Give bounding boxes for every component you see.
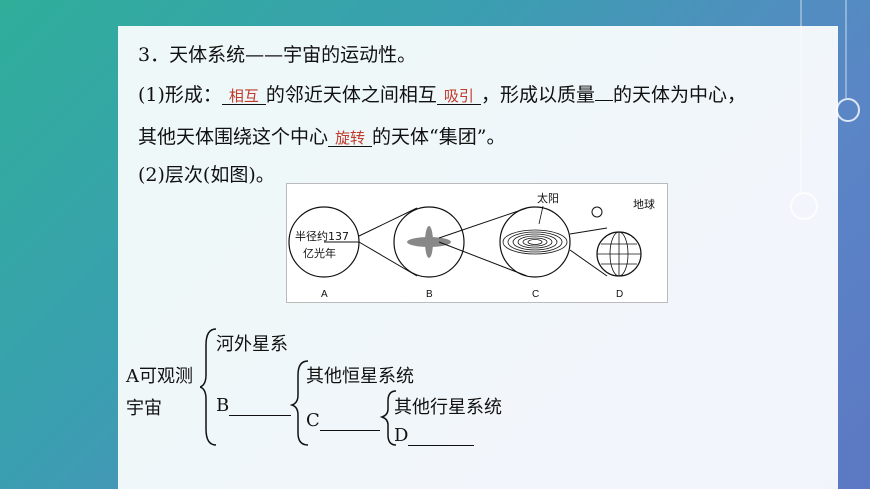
sun-pointer bbox=[538, 205, 544, 225]
formation-prefix: (1)形成： bbox=[138, 84, 222, 106]
label-c: C bbox=[532, 289, 539, 300]
radius-text-1: 半径约137 bbox=[295, 229, 349, 243]
tree-root-line2: 宇宙 bbox=[126, 398, 162, 419]
tree-braces bbox=[200, 328, 397, 446]
connector bbox=[569, 227, 608, 235]
fill-blank-c[interactable] bbox=[319, 412, 380, 431]
formation-line2-suffix: 的天体“集团”。 bbox=[372, 126, 506, 148]
connector bbox=[438, 207, 528, 239]
formation-line-2: 其他天体围绕这个中心旋转的天体“集团”。 bbox=[138, 122, 505, 149]
formation-line-1: (1)形成：相互的邻近天体之间相互吸引，形成以质量的天体为中心， bbox=[138, 80, 746, 107]
tree-other-star: 其他恒星系统 bbox=[306, 366, 414, 387]
decor-line bbox=[845, 0, 847, 98]
fill-blank-4[interactable]: 旋转 bbox=[328, 131, 373, 147]
hierarchy-figure-svg: 半径约137 亿光年 太阳 地球 bbox=[288, 192, 655, 300]
decor-circle bbox=[836, 98, 860, 122]
brace-3 bbox=[379, 390, 397, 446]
fill-blank-3[interactable] bbox=[594, 100, 613, 101]
label-b: B bbox=[426, 289, 433, 300]
fill-blank-d[interactable] bbox=[408, 427, 475, 446]
levels-line: (2)层次(如图)。 bbox=[138, 164, 275, 186]
connector bbox=[358, 241, 418, 277]
tree-branch-d-label: D bbox=[394, 425, 409, 446]
connector bbox=[438, 241, 528, 277]
planet-small bbox=[591, 206, 603, 218]
hierarchy-figure: 半径约137 亿光年 太阳 地球 bbox=[286, 183, 668, 303]
tree-outer-galaxy: 河外星系 bbox=[216, 334, 288, 355]
tree-branch-b-label: B bbox=[216, 395, 230, 416]
formation-mid-3: 的天体为中心， bbox=[612, 84, 746, 106]
tree-root-line1: A可观测 bbox=[126, 366, 193, 387]
tree-other-planet: 其他行星系统 bbox=[394, 397, 502, 418]
brace-1 bbox=[200, 328, 217, 446]
label-a: A bbox=[321, 289, 328, 300]
label-earth: 地球 bbox=[633, 197, 655, 211]
fill-blank-b[interactable] bbox=[229, 397, 292, 416]
tree-branch-b: B bbox=[216, 395, 292, 416]
circle-b bbox=[393, 206, 465, 278]
galaxy-bulge bbox=[425, 226, 433, 258]
solar-system-orbits bbox=[502, 229, 568, 255]
radius-text-2: 亿光年 bbox=[303, 246, 336, 260]
formation-mid-1: 的邻近天体之间相互 bbox=[265, 84, 437, 106]
formation-line2-prefix: 其他天体围绕这个中心 bbox=[138, 126, 329, 148]
fill-blank-2[interactable]: 吸引 bbox=[436, 89, 481, 105]
tree-branch-d: D bbox=[394, 425, 475, 446]
tree-branch-c-label: C bbox=[306, 410, 320, 431]
circle-c bbox=[499, 206, 571, 278]
section-title: 3．天体系统——宇宙的运动性。 bbox=[138, 44, 417, 66]
connector bbox=[569, 249, 608, 277]
formation-mid-2: ，形成以质量 bbox=[480, 84, 595, 106]
label-sun: 太阳 bbox=[537, 192, 559, 205]
tree-branch-c: C bbox=[306, 410, 380, 431]
fill-blank-1[interactable]: 相互 bbox=[221, 89, 266, 105]
connector bbox=[358, 207, 418, 237]
brace-2 bbox=[289, 360, 309, 446]
label-d: D bbox=[616, 289, 623, 300]
